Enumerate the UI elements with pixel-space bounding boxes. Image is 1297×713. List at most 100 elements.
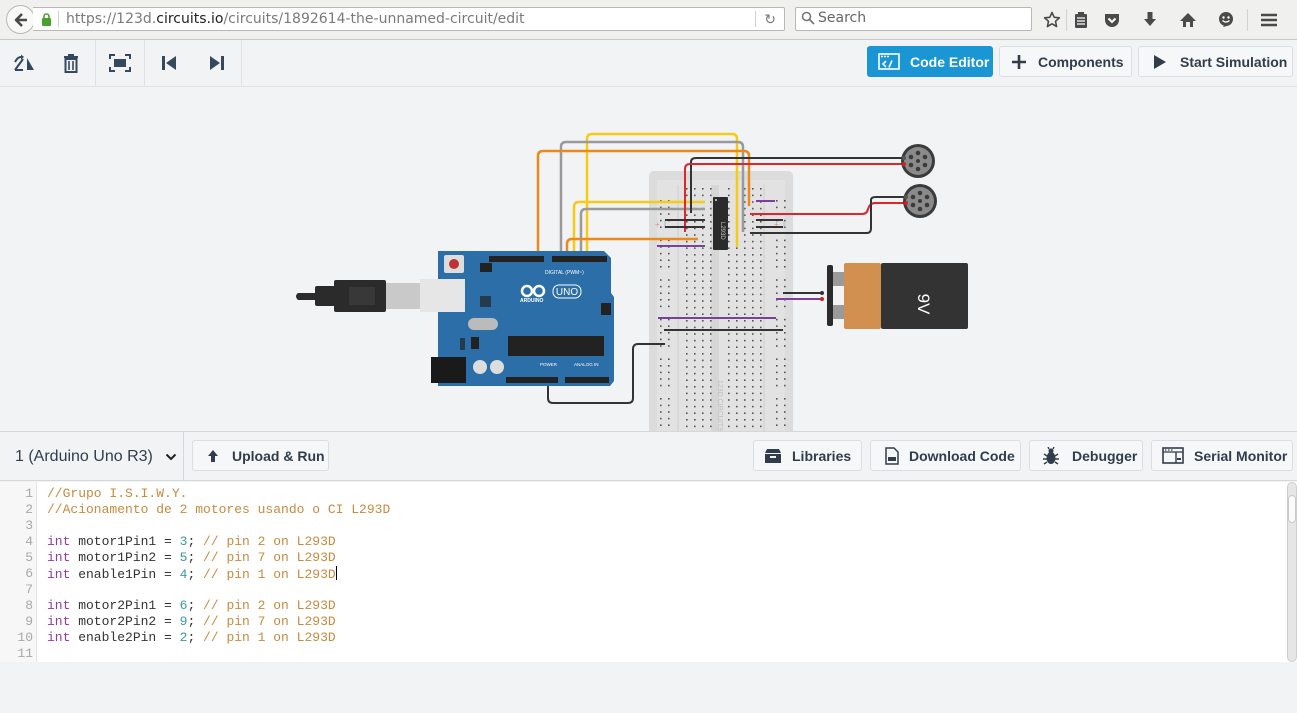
breadboard-rail-hole xyxy=(784,378,786,380)
breadboard-hole xyxy=(744,221,746,223)
code-line[interactable]: int enable2Pin = 2; // pin 1 on L293D xyxy=(47,630,336,646)
debugger-button[interactable]: Debugger xyxy=(1029,440,1143,471)
breadboard-hole xyxy=(744,287,746,289)
device-select[interactable]: 1 (Arduino Uno R3) xyxy=(0,432,184,481)
breadboard-rail-hole xyxy=(660,305,662,308)
breadboard-rail-hole xyxy=(784,332,786,334)
breadboard[interactable]: 123D.CIRCUITS.IO + | + | xyxy=(649,171,793,431)
downloads-icon[interactable] xyxy=(1131,8,1169,32)
breadboard-hole xyxy=(736,254,738,256)
battery-9v[interactable]: 9V xyxy=(820,263,968,329)
breadboard-hole xyxy=(728,201,730,203)
breadboard-rail-hole xyxy=(776,318,778,321)
code-token: ; xyxy=(187,567,204,582)
breadboard-rail-hole xyxy=(776,365,778,367)
back-button[interactable] xyxy=(6,5,35,34)
breadboard-hole xyxy=(752,254,754,256)
line-number: 6 xyxy=(25,566,33,581)
breadboard-hole xyxy=(728,221,730,223)
code-line[interactable]: //Grupo I.S.I.W.Y. xyxy=(47,486,187,502)
pocket-icon[interactable] xyxy=(1093,8,1131,32)
code-token: ; xyxy=(187,534,204,549)
code-line[interactable]: int motor1Pin2 = 5; // pin 7 on L293D xyxy=(47,550,336,566)
code-line[interactable]: int motor1Pin1 = 3; // pin 2 on L293D xyxy=(47,534,336,550)
fit-view-icon[interactable] xyxy=(96,40,144,86)
breadboard-hole xyxy=(694,247,696,249)
breadboard-hole xyxy=(752,273,754,276)
l293d-chip[interactable]: L293D xyxy=(713,197,728,250)
breadboard-hole xyxy=(710,260,712,263)
breadboard-hole xyxy=(710,313,712,315)
code-token: motor1Pin2 = xyxy=(70,550,180,565)
code-token: motor2Pin1 = xyxy=(70,598,180,613)
breadboard-hole xyxy=(736,405,738,408)
breadboard-hole xyxy=(686,300,688,302)
breadboard-hole xyxy=(702,188,704,190)
home-icon[interactable] xyxy=(1169,8,1207,32)
start-simulation-button[interactable]: Start Simulation xyxy=(1138,46,1293,77)
search-input[interactable] xyxy=(818,10,1018,26)
bookmark-star-icon[interactable] xyxy=(1040,8,1064,32)
breadboard-hole xyxy=(752,194,754,197)
code-editor[interactable]: 1//Grupo I.S.I.W.Y.2//Acionamento de 2 m… xyxy=(0,482,1297,662)
breadboard-hole xyxy=(744,379,746,381)
code-token: ; xyxy=(187,614,204,629)
motor-2[interactable] xyxy=(903,184,937,218)
delete-icon[interactable] xyxy=(48,40,96,86)
breadboard-hole xyxy=(760,392,762,395)
breadboard-hole xyxy=(686,194,688,197)
rotate-icon[interactable] xyxy=(0,40,48,86)
breadboard-hole xyxy=(710,247,712,249)
url-text[interactable]: https://123d.circuits.io/circuits/189261… xyxy=(66,11,525,27)
breadboard-hole xyxy=(728,386,730,388)
libraries-button[interactable]: Libraries xyxy=(753,440,862,471)
circuit-canvas[interactable]: 123D.CIRCUITS.IO + | + | L293D xyxy=(0,87,1297,431)
breadboard-rail-hole xyxy=(660,266,662,268)
breadboard-hole xyxy=(736,372,738,375)
serial-monitor-button[interactable]: Serial Monitor xyxy=(1151,440,1293,471)
scrollbar-thumb[interactable] xyxy=(1288,495,1296,523)
motor-1[interactable] xyxy=(901,144,935,178)
code-line[interactable]: int motor2Pin1 = 6; // pin 2 on L293D xyxy=(47,598,336,614)
code-line[interactable]: //Acionamento de 2 motores usando o CI L… xyxy=(47,502,390,518)
breadboard-hole xyxy=(752,366,754,368)
breadboard-rail-hole xyxy=(784,252,786,255)
text-cursor xyxy=(335,566,337,580)
upload-run-button[interactable]: Upload & Run xyxy=(192,440,329,471)
wire-red-motor1 xyxy=(684,163,905,232)
breadboard-hole xyxy=(744,260,746,263)
reading-list-icon[interactable] xyxy=(1069,8,1093,32)
breadboard-rail-hole xyxy=(668,338,670,341)
code-token: int xyxy=(47,614,71,629)
breadboard-hole xyxy=(760,240,762,243)
breadboard-hole xyxy=(710,353,712,355)
breadboard-hole xyxy=(736,306,738,309)
arduino-uno[interactable]: DIGITAL (PWM~) UNO ARDUINO POWER ANALOG … xyxy=(420,251,614,386)
code-token: int xyxy=(47,534,71,549)
url-bar[interactable]: https://123d.circuits.io/circuits/189261… xyxy=(33,7,785,31)
code-scrollbar[interactable] xyxy=(1287,482,1297,662)
menu-icon[interactable] xyxy=(1250,8,1288,32)
breadboard-hole xyxy=(760,227,762,230)
code-token: 3 xyxy=(179,534,188,549)
download-code-button[interactable]: Download Code xyxy=(870,440,1021,471)
undo-icon[interactable] xyxy=(145,40,193,86)
breadboard-hole xyxy=(694,326,696,329)
breadboard-rail-hole xyxy=(668,398,670,400)
svg-text:+: + xyxy=(774,220,779,229)
search-box[interactable] xyxy=(795,7,1032,31)
chat-icon[interactable] xyxy=(1207,8,1245,32)
reload-icon[interactable]: ↻ xyxy=(764,11,776,27)
breadboard-rail-hole xyxy=(660,332,662,334)
code-line[interactable]: int motor2Pin2 = 9; // pin 7 on L293D xyxy=(47,614,336,630)
breadboard-hole xyxy=(760,306,762,309)
breadboard-rail-hole xyxy=(784,384,786,387)
breadboard-hole xyxy=(760,194,762,197)
components-button[interactable]: Components xyxy=(999,46,1132,77)
code-editor-button[interactable]: Code Editor xyxy=(867,46,993,77)
code-line[interactable]: int enable1Pin = 4; // pin 1 on L293D xyxy=(47,566,337,582)
line-number: 7 xyxy=(25,582,33,597)
code-token: ; xyxy=(187,630,204,645)
redo-icon[interactable] xyxy=(193,40,241,86)
breadboard-rail-hole xyxy=(660,292,662,294)
